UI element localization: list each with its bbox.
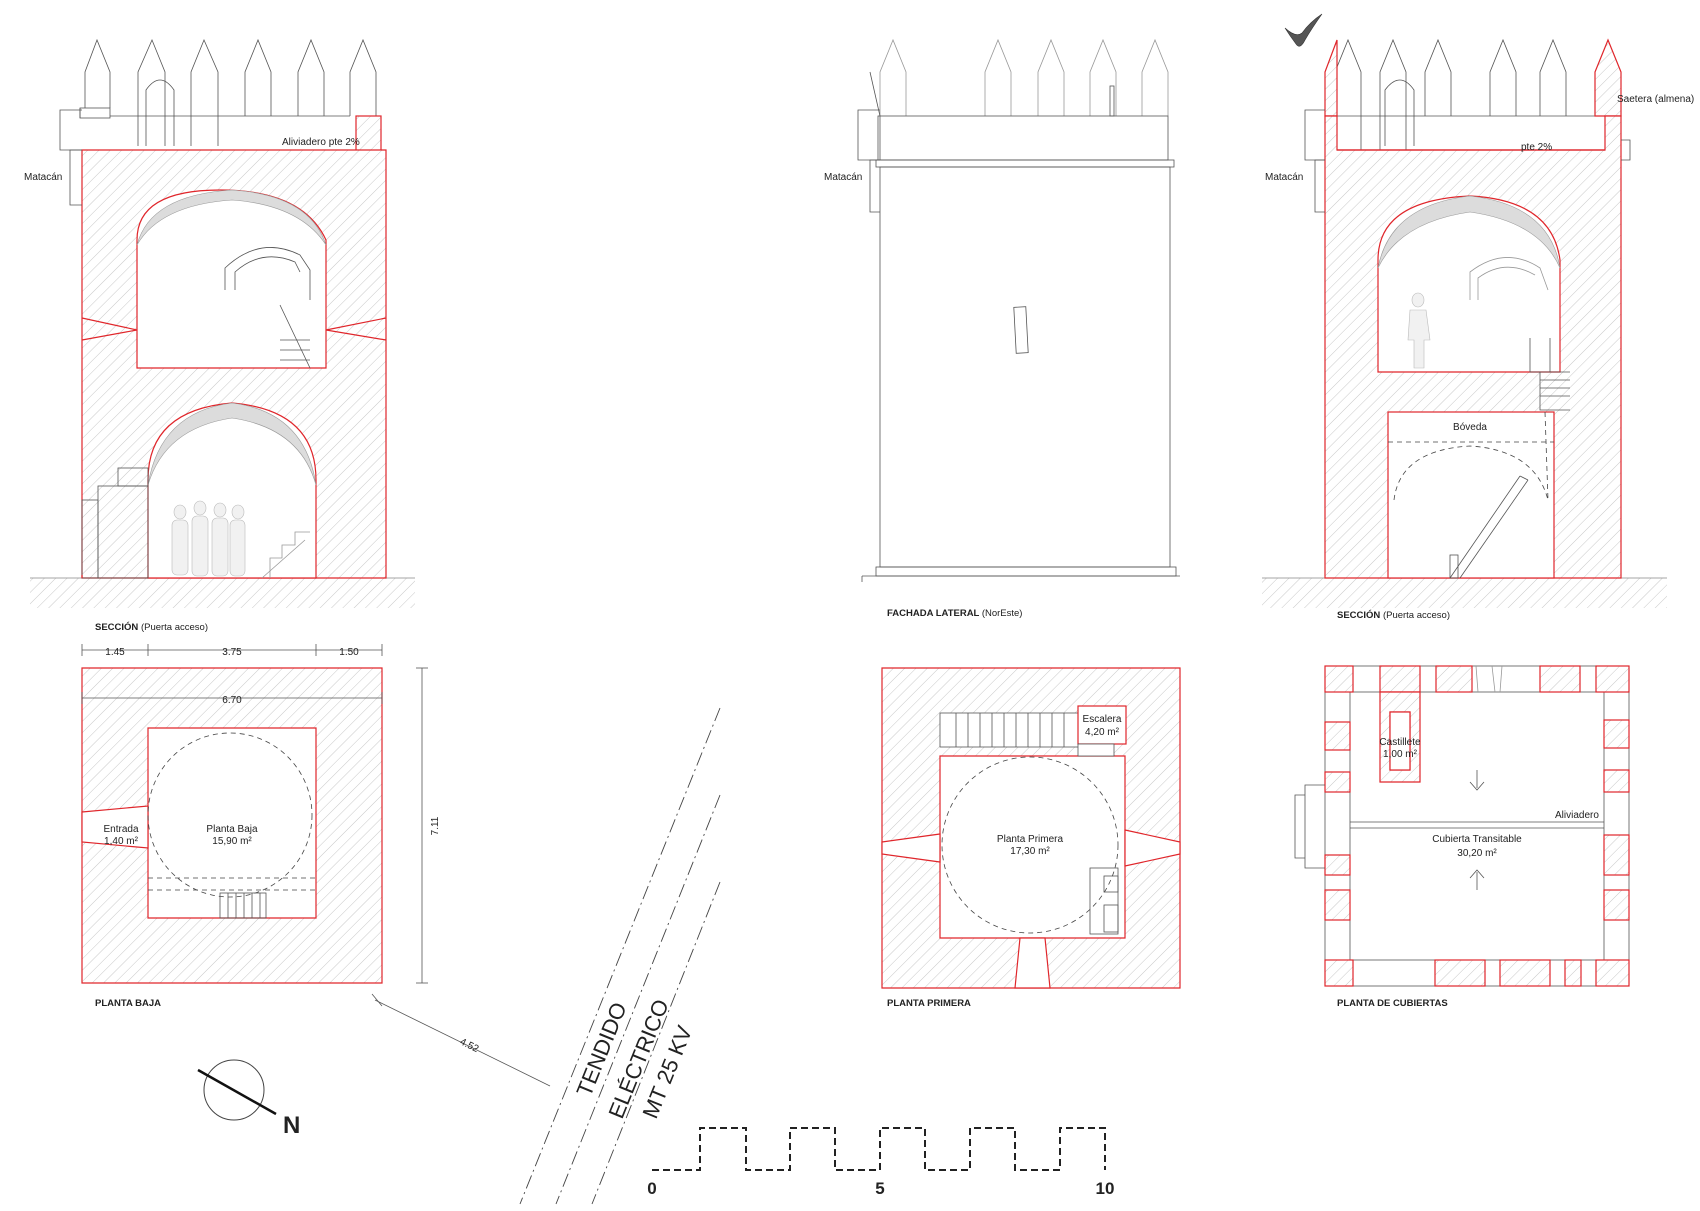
dim-total-width: 6.70 (222, 695, 242, 706)
boveda-label: Bóveda (1453, 422, 1487, 433)
aliviadero-label: Aliviadero (1555, 810, 1599, 821)
saetera-label: Saetera (almena) (1617, 94, 1694, 105)
plan-ground-title: PLANTA BAJA (95, 998, 161, 1009)
plan-ground-floor-drawing (81, 644, 551, 1087)
section-right-title: SECCIÓN (Puerta acceso) (1337, 609, 1450, 621)
scale-tick-5: 5 (875, 1179, 884, 1198)
section-right-drawing (1262, 13, 1667, 608)
dim-2: 3.75 (222, 647, 242, 658)
planta-baja-area: 15,90 m² (212, 836, 252, 847)
north-label: N (283, 1112, 300, 1139)
escalera-area: 4,20 m² (1085, 727, 1120, 738)
castillete-label: Castillete (1379, 737, 1421, 748)
facade-drawing (857, 38, 1180, 582)
plan-roof-drawing (1294, 665, 1630, 987)
dim-height: 7.11 (430, 816, 441, 835)
castillete-area: 1,00 m² (1383, 749, 1418, 760)
section-left-drawing (30, 38, 415, 608)
power-line-drawing (519, 707, 721, 1205)
pte-label: pte 2% (1521, 142, 1552, 153)
matacan-label-right: Matacán (1265, 172, 1303, 183)
section-left-title: SECCIÓN (Puerta acceso) (95, 621, 208, 633)
dim-1: 1.45 (105, 647, 125, 658)
planta-primera-label: Planta Primera (997, 834, 1064, 845)
aliviadero-pte-label: Aliviadero pte 2% (282, 137, 360, 148)
escalera-label: Escalera (1083, 714, 1122, 725)
plan-roof-title: PLANTA DE CUBIERTAS (1337, 998, 1448, 1009)
scale-bar (652, 1127, 1106, 1171)
cubierta-label: Cubierta Transitable (1432, 834, 1522, 845)
matacan-label-left: Matacán (24, 172, 62, 183)
scale-tick-10: 10 (1096, 1179, 1115, 1198)
dim-3: 1.50 (339, 647, 359, 658)
planta-baja-label: Planta Baja (206, 824, 258, 835)
cubierta-area: 30,20 m² (1457, 848, 1497, 859)
plan-first-title: PLANTA PRIMERA (887, 998, 971, 1009)
entrada-area: 1,40 m² (104, 836, 139, 847)
matacan-label-center: Matacán (824, 172, 862, 183)
north-arrow (197, 1059, 277, 1121)
facade-title: FACHADA LATERAL (NorEste) (887, 608, 1022, 619)
plan-first-floor-drawing (881, 667, 1181, 989)
scale-tick-0: 0 (647, 1179, 656, 1198)
dim-distance: 4.52 (458, 1037, 481, 1056)
planta-primera-area: 17,30 m² (1010, 846, 1050, 857)
entrada-label: Entrada (103, 824, 138, 835)
